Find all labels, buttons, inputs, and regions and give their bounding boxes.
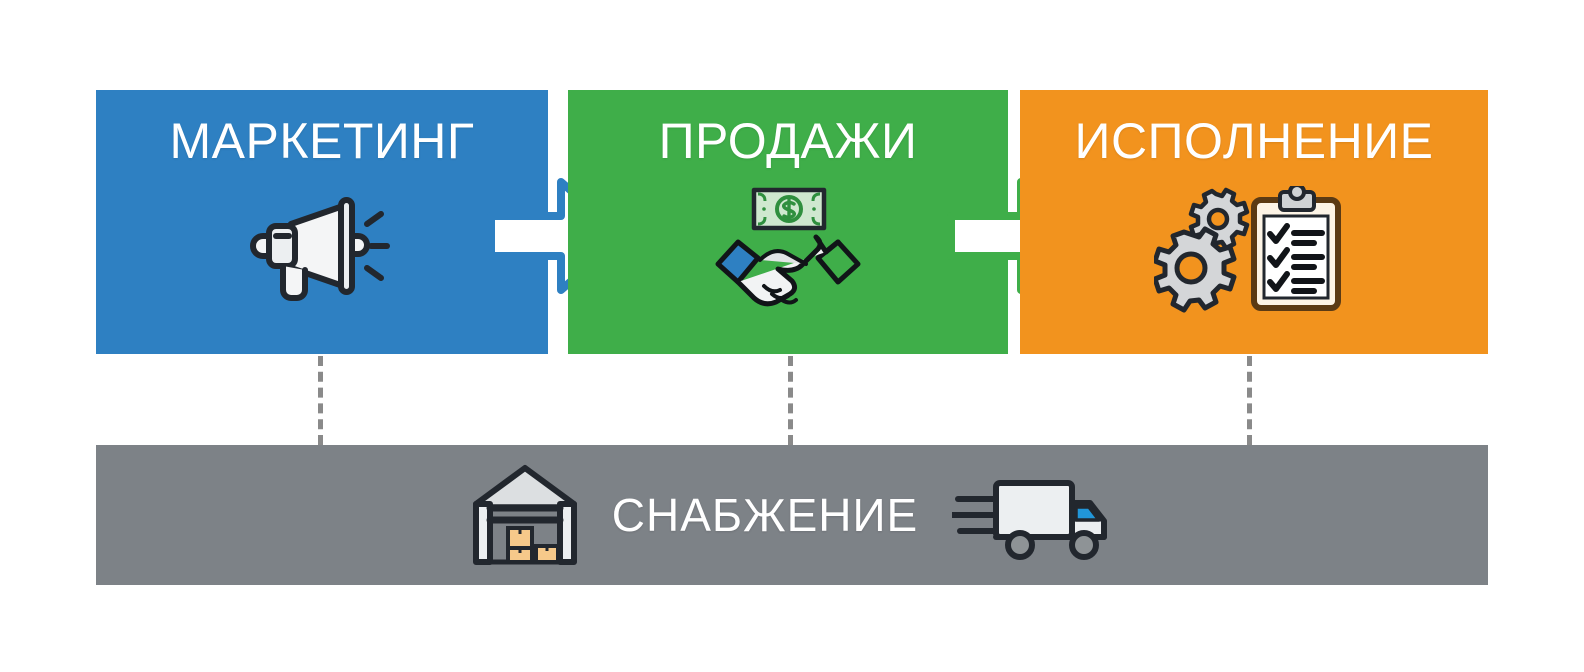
stage-label-sales: ПРОДАЖИ xyxy=(658,113,918,169)
stage-block-fulfillment[interactable]: ИСПОЛНЕНИЕ xyxy=(1020,90,1488,354)
foundation-label-supply: СНАБЖЕНИЕ xyxy=(611,489,919,541)
drop-line-sales xyxy=(788,356,793,445)
stage-block-sales[interactable]: ПРОДАЖИ xyxy=(568,90,1008,354)
warehouse-icon xyxy=(472,464,578,566)
foundation-bar-supply[interactable]: СНАБЖЕНИЕ xyxy=(96,445,1488,585)
stage-block-marketing[interactable]: МАРКЕТИНГ xyxy=(96,90,548,354)
drop-line-fulfillment xyxy=(1247,356,1252,445)
delivery-truck-icon xyxy=(952,469,1112,561)
megaphone-icon xyxy=(96,186,548,306)
stage-label-fulfillment: ИСПОЛНЕНИЕ xyxy=(1074,113,1434,169)
gears-clipboard-icon xyxy=(1020,186,1488,314)
handshake-money-icon xyxy=(568,186,1008,308)
drop-line-marketing xyxy=(318,356,323,445)
stage-label-marketing: МАРКЕТИНГ xyxy=(169,113,475,169)
